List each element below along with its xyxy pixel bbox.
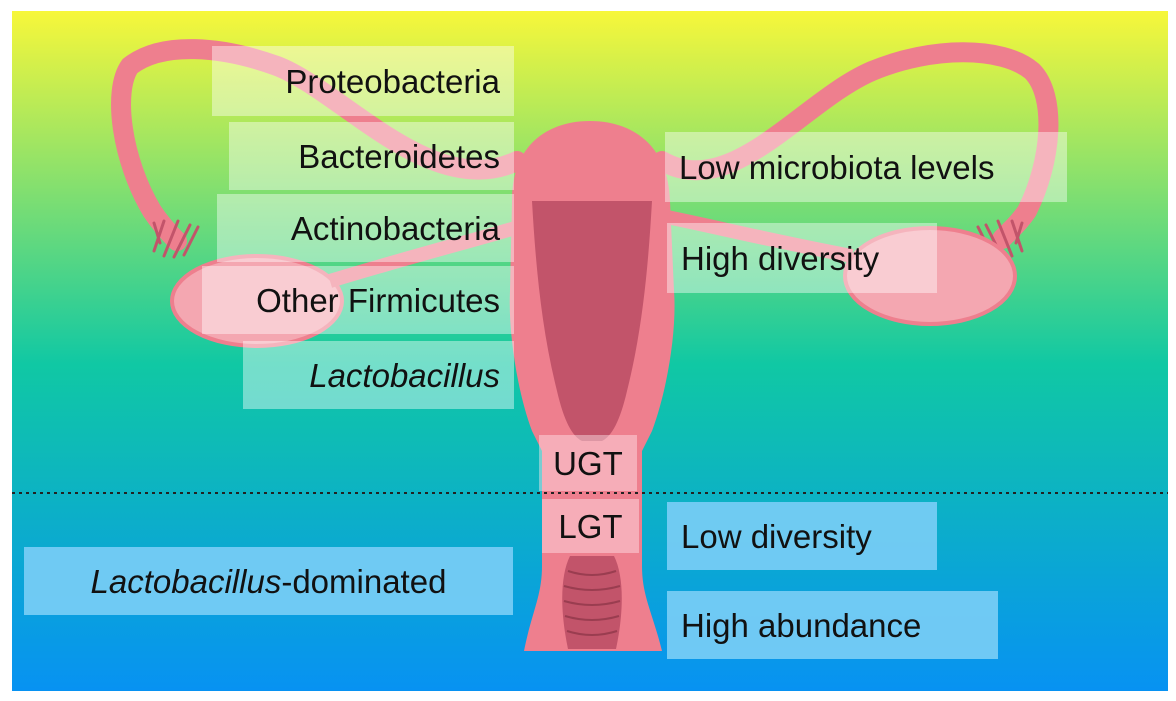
left-fimbriae: [152, 219, 200, 259]
diagram-canvas: Proteobacteria Bacteroidetes Actinobacte…: [12, 11, 1168, 691]
property-label-low-diversity: Low diversity: [667, 502, 937, 570]
left-fallopian-tube: [111, 39, 527, 251]
taxon-label-other-firmicutes: Other Firmicutes: [202, 266, 514, 334]
property-label-low-microbiota-levels: Low microbiota levels: [665, 132, 1067, 202]
left-ovarian-ligament: [327, 219, 525, 288]
right-fallopian-tube: [652, 42, 1059, 249]
property-label-high-abundance: High abundance: [667, 591, 998, 659]
taxon-label-proteobacteria: Proteobacteria: [212, 46, 514, 116]
left-ovary: [170, 254, 344, 348]
region-label-ugt: UGT: [539, 435, 637, 491]
dominant-taxon-genus: Lactobacillus: [90, 562, 282, 600]
uterus-illustration: [111, 39, 1059, 651]
vaginal-rugae: [563, 570, 621, 636]
dominant-taxon-suffix: -dominated: [281, 562, 447, 600]
right-fimbriae: [976, 219, 1024, 259]
dominant-taxon-label: Lactobacillus-dominated: [24, 547, 513, 615]
taxon-label-bacteroidetes: Bacteroidetes: [229, 122, 514, 190]
property-label-high-diversity: High diversity: [667, 223, 937, 293]
taxon-label-lactobacillus: Lactobacillus: [243, 341, 514, 409]
region-label-lgt: LGT: [542, 499, 639, 553]
taxon-label-actinobacteria: Actinobacteria: [217, 194, 514, 262]
vaginal-canal: [562, 556, 622, 649]
right-ovarian-ligament: [660, 209, 854, 263]
right-ovary: [843, 226, 1017, 326]
uterine-cavity: [532, 201, 652, 441]
